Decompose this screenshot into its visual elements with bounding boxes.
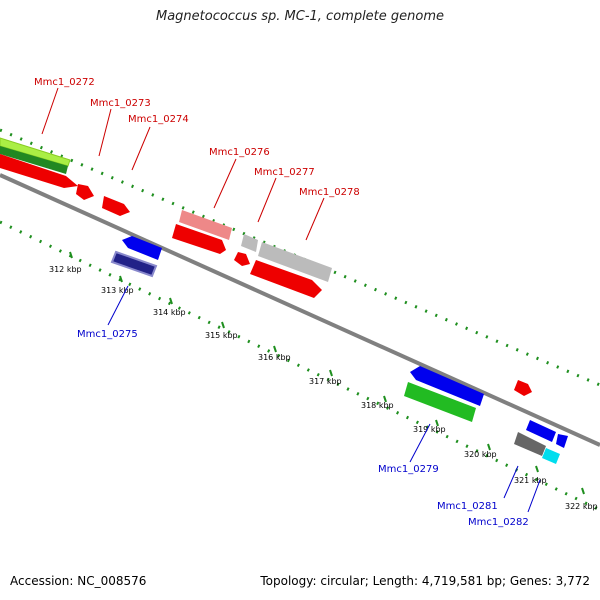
gene-mmc1-0274	[102, 196, 130, 216]
kbp-label: 315 kbp	[205, 331, 238, 340]
topology-text: Topology: circular; Length: 4,719,581 bp…	[260, 574, 590, 588]
kbp-label: 313 kbp	[101, 286, 134, 295]
kbp-label: 322 kbp	[565, 502, 598, 511]
gene-red-small	[234, 252, 250, 266]
gene-label: Mmc1_0278	[299, 187, 360, 198]
kbp-label: 312 kbp	[49, 265, 82, 274]
gene-label: Mmc1_0274	[128, 114, 189, 125]
kbp-ticks	[69, 251, 585, 495]
gene-label: Mmc1_0277	[254, 167, 315, 178]
kbp-labels: 312 kbp 313 kbp 314 kbp 315 kbp 316 kbp …	[49, 265, 598, 511]
gene-label: Mmc1_0275	[77, 329, 138, 340]
gene-mmc1-0273	[76, 184, 94, 200]
gene-blue-1	[122, 236, 162, 260]
forward-strand-genes	[0, 137, 532, 396]
top-gene-labels: Mmc1_0272 Mmc1_0273 Mmc1_0274 Mmc1_0276 …	[34, 77, 360, 198]
gene-mmc1-0277-gray	[241, 234, 258, 252]
gene-blue-3	[526, 420, 556, 442]
kbp-label: 314 kbp	[153, 308, 186, 317]
inner-dotted-track	[0, 220, 600, 512]
gene-mmc1-0282	[542, 448, 560, 464]
gene-blue-4	[556, 434, 568, 448]
gene-red-long	[250, 260, 322, 298]
gene-label: Mmc1_0279	[378, 464, 439, 475]
gene-dark-green	[0, 146, 68, 174]
kbp-label: 318 kbp	[361, 401, 394, 410]
bottom-leader-lines	[107, 285, 541, 513]
kbp-label: 316 kbp	[258, 353, 291, 362]
gene-mmc1-0279	[404, 382, 476, 422]
gene-label: Mmc1_0272	[34, 77, 95, 88]
accession-text: Accession: NC_008576	[10, 574, 147, 588]
kbp-label: 320 kbp	[464, 450, 497, 459]
gene-label: Mmc1_0276	[209, 147, 270, 158]
gene-label: Mmc1_0281	[437, 501, 498, 512]
gene-red-fwd	[172, 224, 226, 254]
bottom-gene-labels: Mmc1_0275 Mmc1_0279 Mmc1_0281 Mmc1_0282	[77, 329, 529, 528]
reverse-strand-genes	[110, 236, 568, 464]
genome-backbone	[0, 173, 600, 447]
kbp-label: 319 kbp	[413, 425, 446, 434]
gene-red-right	[514, 380, 532, 396]
kbp-label: 317 kbp	[309, 377, 342, 386]
kbp-label: 321 kbp	[514, 476, 547, 485]
top-leader-lines	[41, 87, 325, 241]
gene-mmc1-0275	[110, 250, 158, 278]
gene-mmc1-0272	[0, 154, 78, 188]
gene-mmc1-0276-pink	[179, 210, 232, 240]
gene-mmc1-0281	[514, 432, 546, 456]
gene-blue-2	[410, 366, 484, 406]
gene-label: Mmc1_0282	[468, 517, 529, 528]
map-title: Magnetococcus sp. MC-1, complete genome	[155, 9, 445, 24]
gene-mmc1-0278-gray	[258, 242, 332, 282]
gene-label: Mmc1_0273	[90, 98, 151, 109]
